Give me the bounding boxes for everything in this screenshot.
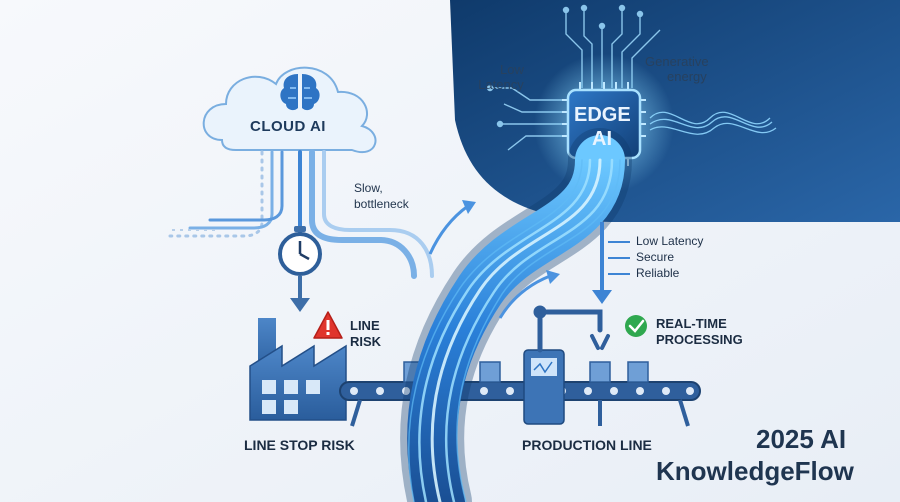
edge-note-generative-energy-line2: energy — [667, 69, 707, 84]
edge-note-low-latency-line1: Low — [500, 62, 524, 77]
cloud-data-lines — [168, 149, 434, 279]
cloud-path-note-line2: bottleneck — [354, 197, 409, 211]
cloud-path-note: Slow, bottleneck — [354, 180, 409, 212]
edge-data-stream — [400, 128, 632, 502]
brand-title-line2: KnowledgeFlow — [656, 456, 854, 486]
benefit-secure: Secure — [636, 250, 675, 264]
cloud-icon — [202, 66, 377, 154]
clock-icon — [278, 226, 322, 276]
line-risk-label-line2: RISK — [350, 334, 382, 349]
warning-icon — [313, 311, 343, 339]
edge-note-generative-energy-line1: Generative — [645, 54, 709, 69]
edge-panel — [450, 0, 900, 222]
flow-arrow-left — [428, 200, 476, 255]
check-icon — [625, 315, 647, 337]
edge-ai-label-line2: AI — [592, 128, 612, 150]
brain-icon — [280, 74, 320, 111]
edge-note-low-latency: Low Latency — [478, 62, 524, 92]
flow-arrow-right — [498, 270, 560, 319]
brand-title-line1: 2025 AI — [756, 424, 847, 454]
benefit-low-latency: Low Latency — [636, 234, 704, 248]
benefit-ticks — [608, 241, 630, 275]
edge-ai-label-line1: EDGE — [574, 104, 631, 126]
down-arrow-to-factory — [290, 276, 310, 312]
realtime-label-line1: REAL-TIME — [656, 316, 727, 331]
caption-line-stop-risk: LINE STOP RISK — [244, 437, 355, 453]
caption-production-line: PRODUCTION LINE — [522, 437, 652, 453]
robot-arm-icon — [533, 305, 610, 353]
cloud-path-note-line1: Slow, — [354, 181, 383, 195]
benefit-reliable: Reliable — [636, 266, 680, 280]
edge-note-low-latency-line2: Latency — [478, 77, 524, 92]
line-risk-label-line1: LINE — [350, 318, 380, 333]
realtime-label-line2: PROCESSING — [656, 332, 743, 347]
edge-note-generative-energy: Generative energy — [645, 54, 709, 84]
factory-icon — [249, 318, 347, 421]
machine-icon — [523, 349, 565, 425]
edge-down-arrow — [592, 222, 612, 304]
cloud-ai-label: CLOUD AI — [250, 118, 326, 135]
